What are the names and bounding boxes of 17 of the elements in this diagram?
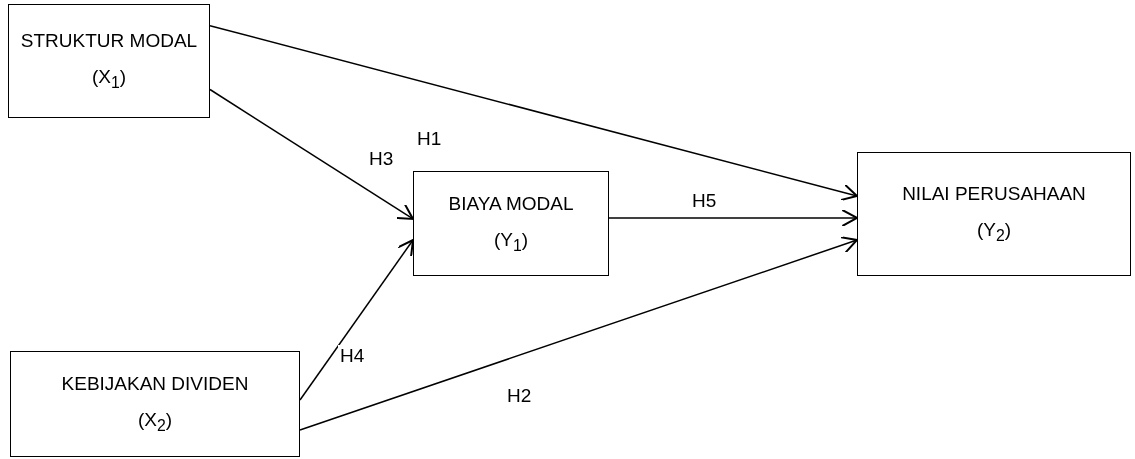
variable-symbol: (X$_{2}$) <box>137 409 173 435</box>
variable-name: KEBIJAKAN DIVIDEN <box>61 373 249 396</box>
variable-box <box>413 171 609 276</box>
variable-name: BIAYA MODAL <box>448 192 574 215</box>
arrow <box>608 208 858 227</box>
arrow <box>209 88 414 220</box>
variable-symbol: (Y$_{2}$) <box>976 219 1012 245</box>
variable-box <box>857 152 1131 276</box>
arrow <box>299 239 414 401</box>
variable-box <box>8 4 210 118</box>
arrow <box>299 236 858 431</box>
variable-name: STRUKTUR MODAL <box>20 30 198 53</box>
variable-symbol: (Y$_{1}$) <box>493 228 529 255</box>
variable-symbol: (X$_{1}$) <box>91 66 127 92</box>
variable-name: NILAI PERUSAHAAN <box>902 183 1086 206</box>
variable-box <box>10 351 300 457</box>
arrow <box>209 24 858 201</box>
